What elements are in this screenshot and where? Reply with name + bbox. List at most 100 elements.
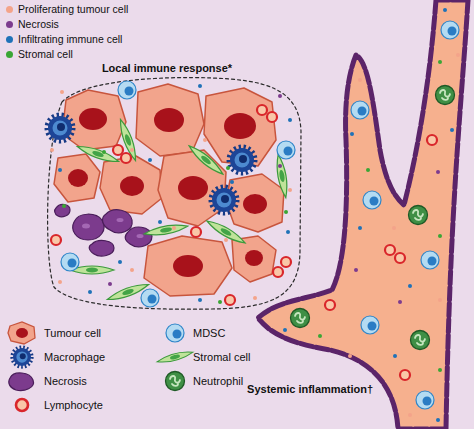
cytokine-dots [60, 90, 64, 94]
legend-symbols [8, 322, 35, 344]
macrophages [47, 115, 255, 213]
cytokine-dots [456, 53, 460, 57]
cytokine-dots [102, 150, 106, 154]
cytokine-dots [438, 234, 442, 238]
stromal-cells [117, 118, 140, 162]
lymphocytes [395, 253, 405, 263]
tumour-nuclei [245, 250, 263, 266]
cytokine-dots [253, 296, 257, 300]
tumour-cells [158, 150, 226, 226]
cytokine-dots [408, 284, 412, 288]
neutrophils [411, 331, 430, 350]
legend-label: Tumour cell [44, 327, 101, 340]
tumour-nuclei [120, 176, 144, 196]
legend-symbols [166, 372, 185, 391]
necrosis-cluster [117, 218, 124, 222]
cytokine-dots [283, 328, 287, 332]
cytokine-dots [438, 368, 442, 372]
cytokine-dots [62, 204, 66, 208]
tumour-nuclei [224, 113, 256, 139]
cytokine-dots [393, 354, 397, 358]
blood-vessel: Systemic inflammation† [236, 0, 474, 429]
lymphocytes [427, 135, 437, 145]
tumour-nuclei [173, 255, 203, 277]
tumour-cells [144, 236, 232, 296]
cytokine-dots [50, 148, 54, 152]
blood-vessel-outline [236, 0, 474, 429]
legend-symbols [12, 347, 32, 367]
mdsc-cells [363, 191, 381, 209]
legend-symbols [9, 373, 34, 391]
mdsc-cells [141, 289, 159, 307]
legend-label: Necrosis [44, 375, 87, 388]
necrosis-cluster [55, 204, 152, 256]
cytokine-dots [88, 290, 92, 294]
mdsc-cells [61, 253, 79, 271]
legend-swatch [6, 36, 13, 43]
legend-label: Macrophage [44, 351, 105, 364]
mdsc-cells [441, 21, 459, 39]
cytokine-dots [224, 238, 228, 242]
mdsc-cells [351, 101, 369, 119]
mdsc-cells [361, 316, 379, 334]
macrophages [229, 147, 255, 173]
lymphocytes [257, 105, 267, 115]
cytokine-dots [58, 280, 62, 284]
necrosis-cluster [82, 224, 90, 229]
legend-label: Infiltrating immune cell [18, 33, 122, 46]
necrosis-cluster [73, 214, 104, 240]
stromal-cells [205, 218, 247, 247]
region-heading: Local immune response* [42, 62, 292, 75]
tumour-nuclei [79, 108, 107, 130]
legend-symbols [16, 399, 28, 411]
lymphocytes [400, 370, 410, 380]
tumour-cells [54, 154, 100, 202]
neutrophils [436, 86, 455, 105]
legend-label: MDSC [193, 327, 225, 340]
tumour-cells [204, 88, 276, 166]
lymphocytes [51, 235, 61, 245]
cytokine-dots [158, 220, 162, 224]
stromal-cells [76, 143, 120, 166]
cytokine-dots [408, 413, 412, 417]
cytokine-dots [148, 158, 152, 162]
cytokine-dots [318, 334, 322, 338]
tumour-nuclei [68, 169, 88, 187]
cytokine-dots [450, 128, 454, 132]
lymphocytes [191, 227, 201, 237]
tumour-nuclei [68, 108, 267, 277]
tumour-cells [62, 90, 126, 150]
cytokine-dots [286, 230, 290, 234]
cytokine-dots [278, 94, 282, 98]
stromal-cells [106, 281, 150, 304]
cytokine-dots [118, 260, 122, 264]
macrophages [47, 115, 73, 141]
cytokine-dots [438, 60, 442, 64]
cytokine-dots [130, 148, 134, 152]
lymphocytes [281, 257, 291, 267]
tumour-nuclei [243, 194, 267, 214]
tissue-region-outline [42, 62, 304, 312]
necrosis-cluster [137, 234, 144, 238]
cytokine-dots [218, 300, 222, 304]
cytokine-dots [358, 78, 362, 82]
cytokine-dots [172, 226, 176, 230]
lymphocytes [267, 112, 277, 122]
cytokine-dots [443, 8, 447, 12]
tumour-cells [54, 84, 284, 296]
mdsc-cells [421, 251, 439, 269]
stromal-cells [70, 118, 290, 303]
cytokine-dots [398, 300, 402, 304]
vessel-label: Systemic inflammation† [240, 383, 373, 396]
legend-swatch [6, 21, 13, 28]
necrosis-cluster [125, 227, 152, 247]
lymphocytes [113, 145, 123, 155]
cytokine-dots [58, 168, 62, 172]
tumour-cells [226, 174, 284, 232]
mdsc-cells [277, 141, 295, 159]
lymphocytes [385, 245, 395, 255]
legend-label: Lymphocyte [44, 399, 103, 412]
cytokine-dots [350, 132, 354, 136]
